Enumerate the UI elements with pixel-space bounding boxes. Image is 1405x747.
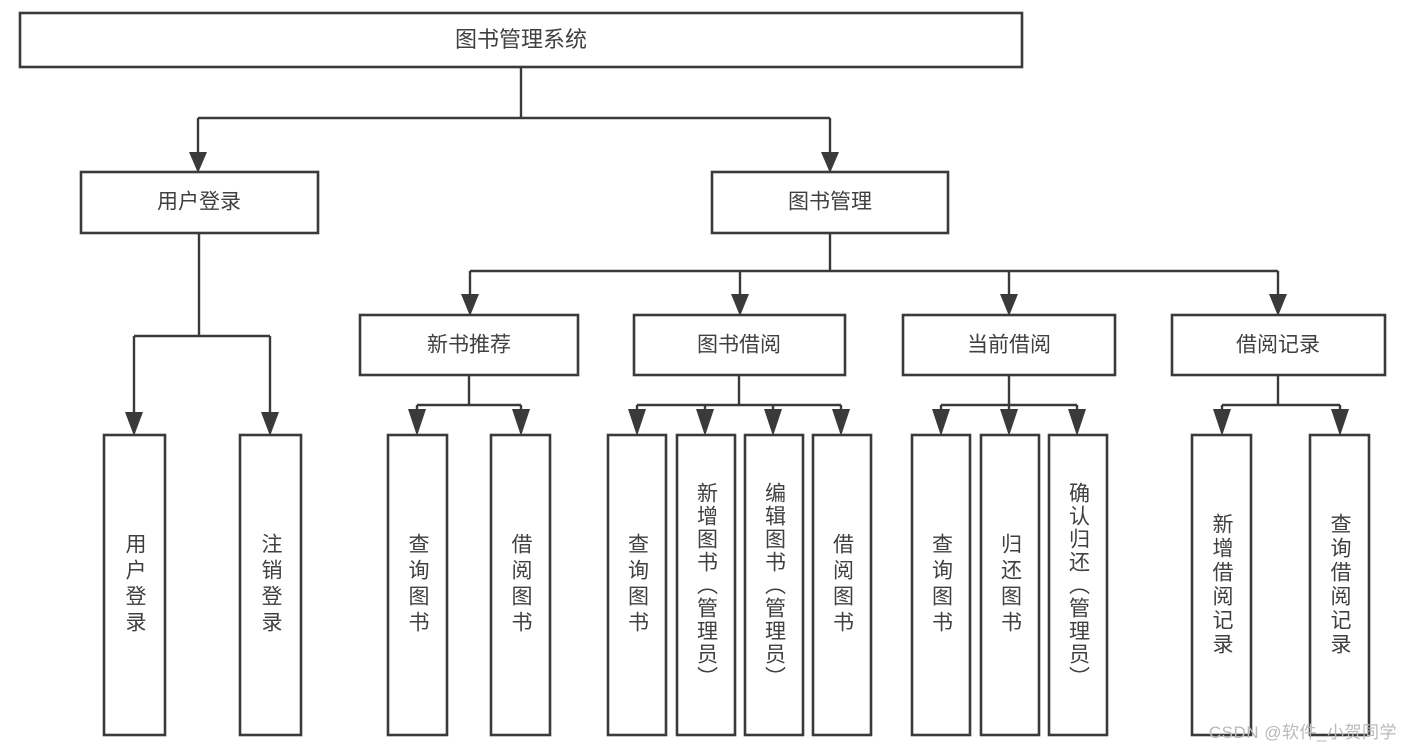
connector-group-newbook [408, 375, 530, 436]
node-current-borrow[interactable] [901, 313, 1117, 377]
csdn-watermark: CSDN @软件_小贺同学 [1208, 723, 1397, 742]
arrow-leaf-borrow-book-2 [832, 409, 850, 436]
node-new-book-recommend[interactable] [358, 313, 580, 377]
arrow-leaf-logout [261, 412, 279, 436]
arrow-leaf-borrow-book-1 [512, 409, 530, 436]
leaf-box-logout[interactable] [238, 433, 303, 737]
arrow-to-user-login [189, 152, 207, 173]
arrow-leaf-edit-book [764, 409, 782, 436]
node-book-borrow[interactable] [632, 313, 847, 377]
connector-group-record [1213, 375, 1349, 436]
leaf-box-query-book-2[interactable] [606, 433, 668, 737]
node-label-book-management: 图书管理 [788, 191, 872, 214]
arrow-leaf-add-record [1213, 409, 1231, 436]
node-borrow-record[interactable] [1170, 313, 1387, 377]
connector-group-user-login [125, 233, 279, 436]
leaf-box-query-book-3[interactable] [910, 433, 972, 737]
leaf-box-query-book-1[interactable] [386, 433, 449, 737]
node-label-current-borrow: 当前借阅 [967, 334, 1051, 357]
arrow-to-current [1000, 294, 1018, 316]
leaf-box-confirm-return[interactable] [1047, 433, 1109, 737]
arrow-leaf-user-login [125, 412, 143, 436]
node-label-book-borrow: 图书借阅 [697, 334, 781, 357]
arrow-to-record [1269, 294, 1287, 316]
arrow-leaf-add-book [696, 409, 714, 436]
leaf-box-query-record[interactable] [1308, 433, 1371, 737]
arrow-to-newbook [461, 294, 479, 316]
node-book-management[interactable] [710, 170, 950, 235]
node-user-login[interactable] [79, 170, 320, 235]
leaf-box-borrow-book-1[interactable] [489, 433, 552, 737]
connector-group-root [189, 67, 839, 173]
arrow-leaf-return-book [1000, 409, 1018, 436]
leaf-box-return-book[interactable] [979, 433, 1041, 737]
connector-group-current [932, 375, 1086, 436]
leaf-box-user-login[interactable] [102, 433, 167, 737]
arrow-leaf-confirm-return [1068, 409, 1086, 436]
arrow-to-book-manage [821, 152, 839, 173]
arrow-leaf-query-record [1331, 409, 1349, 436]
leaf-box-add-record[interactable] [1190, 433, 1253, 737]
leaf-box-edit-book[interactable] [743, 433, 805, 737]
node-book-management-system[interactable] [18, 11, 1024, 69]
arrow-leaf-query-book-3 [932, 409, 950, 436]
leaf-box-add-book[interactable] [675, 433, 737, 737]
arrow-to-borrow [731, 294, 749, 316]
node-label-root: 图书管理系统 [455, 27, 587, 52]
node-label-borrow-record: 借阅记录 [1236, 334, 1320, 357]
node-label-new-book-recommend: 新书推荐 [427, 334, 511, 357]
arrow-leaf-query-book-2 [628, 409, 646, 436]
node-label-user-login: 用户登录 [157, 191, 241, 214]
arrow-leaf-query-book-1 [408, 409, 426, 436]
leaf-box-borrow-book-2[interactable] [811, 433, 873, 737]
connector-group-book-manage [461, 233, 1287, 316]
connector-group-borrow [628, 375, 850, 436]
